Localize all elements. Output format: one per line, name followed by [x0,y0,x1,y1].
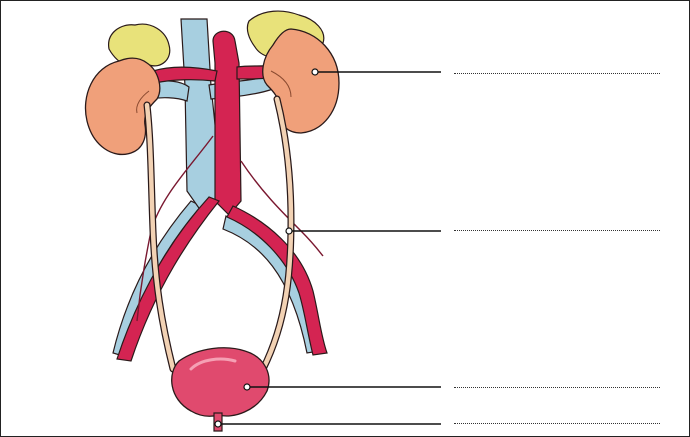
leader-line-bladder [244,384,441,390]
aorta [213,31,241,215]
answer-blank-kidney[interactable] [454,73,660,74]
right-kidney [263,29,339,133]
answer-blank-bladder[interactable] [454,387,660,388]
answer-blank-urethra[interactable] [454,423,660,424]
answer-blank-ureter[interactable] [454,230,660,231]
leader-line-ureter [286,228,441,234]
leader-line-urethra [215,421,441,427]
